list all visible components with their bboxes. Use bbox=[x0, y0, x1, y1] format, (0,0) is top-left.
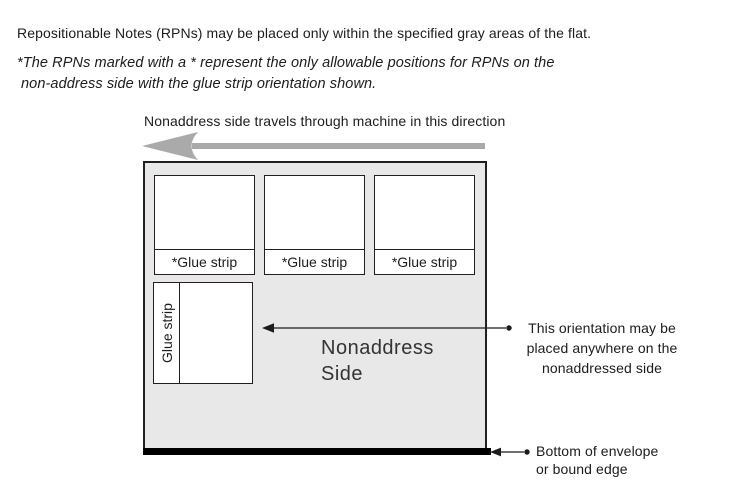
orientation-line-1: This orientation may be bbox=[528, 320, 676, 336]
rpn-note-area bbox=[265, 176, 364, 249]
orientation-line-3: nonaddressed side bbox=[541, 360, 662, 376]
side-label-line-2: Side bbox=[321, 363, 364, 385]
glue-strip-label: *Glue strip bbox=[265, 249, 364, 274]
rpn-note-area bbox=[155, 176, 254, 249]
glue-strip-label: *Glue strip bbox=[155, 249, 254, 274]
rpn-box-3: *Glue strip bbox=[374, 175, 475, 275]
rpn-asterisk-note: *The RPNs marked with a * represent the … bbox=[17, 53, 555, 95]
bottom-line-2: or bound edge bbox=[536, 461, 628, 477]
rpn-note-area bbox=[180, 283, 252, 383]
rpn-box-vertical: Glue strip bbox=[153, 282, 253, 384]
rpn-box-1: *Glue strip bbox=[154, 175, 255, 275]
bottom-edge-bar bbox=[143, 448, 491, 455]
direction-label: Nonaddress side travels through machine … bbox=[144, 113, 506, 129]
bottom-edge-annotation: Bottom of envelope or bound edge bbox=[536, 442, 658, 478]
bottom-edge-pointer-arrow-icon bbox=[490, 447, 530, 457]
nonaddress-side-label: Nonaddress Side bbox=[321, 335, 434, 387]
intro-text: Repositionable Notes (RPNs) may be place… bbox=[17, 25, 592, 41]
rpn-box-2: *Glue strip bbox=[264, 175, 365, 275]
flat-nonaddress-panel: *Glue strip *Glue strip *Glue strip Glue… bbox=[143, 161, 487, 450]
orientation-annotation: This orientation may be placed anywhere … bbox=[506, 318, 698, 378]
bottom-line-1: Bottom of envelope bbox=[536, 443, 659, 459]
note-line-1: *The RPNs marked with a * represent the … bbox=[17, 55, 555, 71]
note-line-2: non-address side with the glue strip ori… bbox=[21, 76, 377, 92]
orientation-line-2: placed anywhere on the bbox=[526, 340, 678, 356]
orientation-pointer-arrow-icon bbox=[262, 323, 512, 333]
glue-strip-column: Glue strip bbox=[154, 283, 180, 383]
left-arrow-icon bbox=[142, 132, 485, 160]
glue-strip-label: *Glue strip bbox=[375, 249, 474, 274]
side-label-line-1: Nonaddress bbox=[321, 337, 434, 359]
rpn-note-area bbox=[375, 176, 474, 249]
glue-strip-vertical-label: Glue strip bbox=[158, 303, 175, 363]
